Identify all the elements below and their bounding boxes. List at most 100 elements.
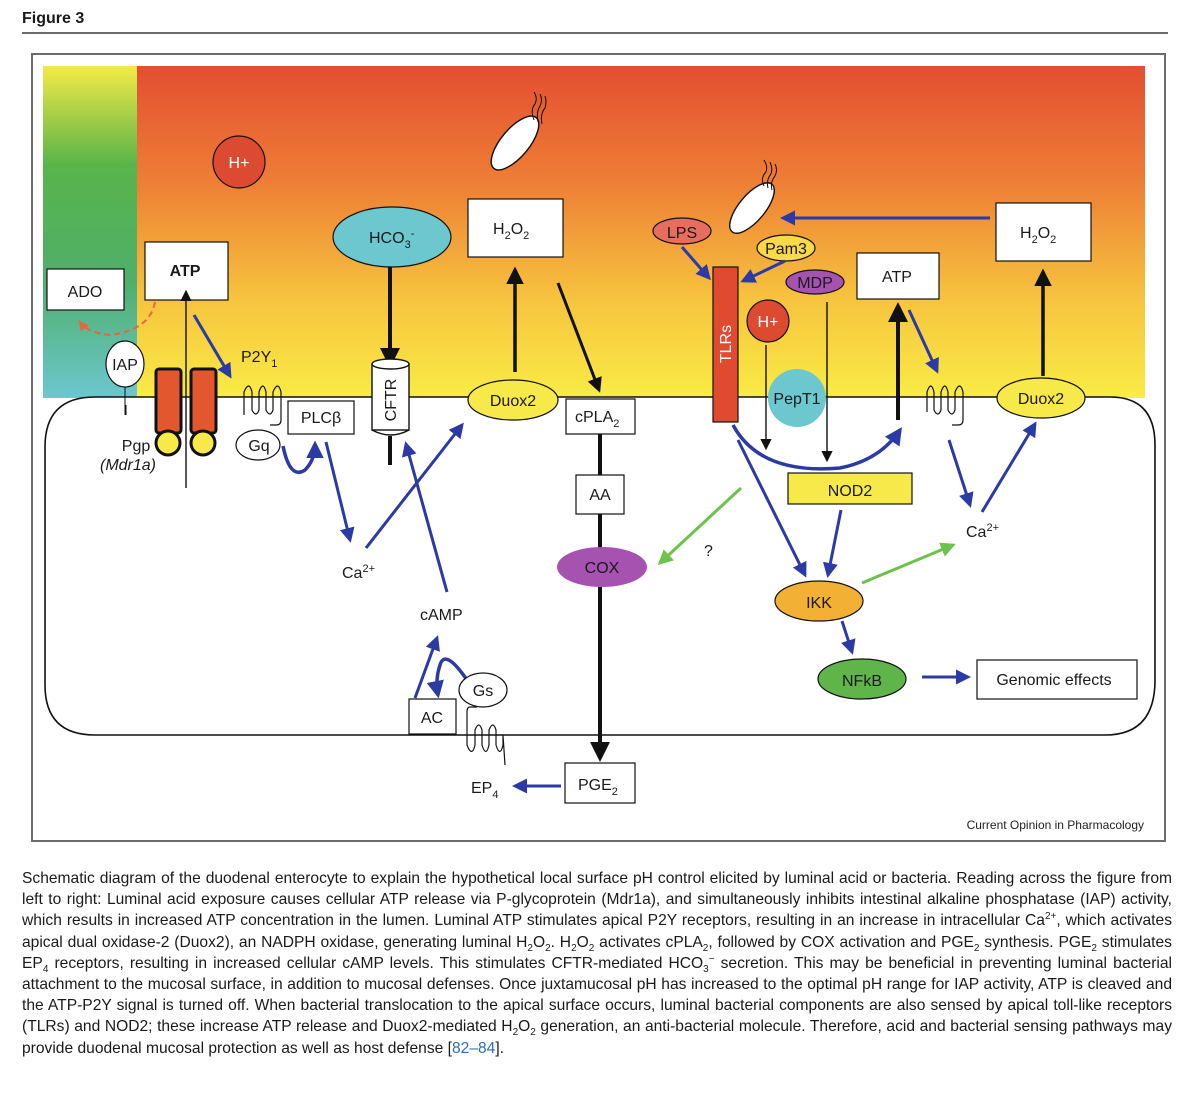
svg-text:COX: COX xyxy=(585,560,620,577)
h2o2-box-right: H2O2 xyxy=(995,202,1092,262)
tlr-receptor: TLRs xyxy=(712,266,739,423)
svg-text:ATP: ATP xyxy=(882,269,912,286)
bacterium-icon-right xyxy=(729,159,777,234)
ep4-label: EP4 xyxy=(471,780,498,801)
svg-text:cPLA2: cPLA2 xyxy=(575,409,619,430)
svg-text:LPS: LPS xyxy=(667,225,697,242)
caption-superscript: 2+ xyxy=(1044,911,1057,923)
svg-text:Gq: Gq xyxy=(248,438,269,455)
caption-text: , which activates apical dual oxidase-2 … xyxy=(22,912,1172,951)
svg-text:PepT1: PepT1 xyxy=(773,391,820,408)
proton-label: H+ xyxy=(229,155,250,172)
h2o2-to-cpla2-arrow xyxy=(556,282,602,393)
svg-text:H+: H+ xyxy=(758,314,779,331)
caption-subscript: 2 xyxy=(588,942,595,954)
caption-subscript: 2 xyxy=(530,1027,536,1039)
cox-enzyme: COX xyxy=(557,547,647,587)
proton-right: H+ xyxy=(746,299,790,343)
svg-text:P2Y1: P2Y1 xyxy=(241,349,277,370)
caption-text: receptors, resulting in increased cellul… xyxy=(48,954,704,972)
caption-subscript: 2 xyxy=(545,942,551,954)
calcium-right: Ca2+ xyxy=(966,522,999,541)
caption-text: . H xyxy=(550,933,572,951)
p2y-receptor-right xyxy=(926,385,964,426)
title-divider xyxy=(22,32,1168,34)
svg-text:TLRs: TLRs xyxy=(718,325,735,363)
nod2-box: NOD2 xyxy=(787,472,913,505)
pept1-transporter: PepT1 xyxy=(768,369,826,427)
caption-subscript: 4 xyxy=(42,963,49,975)
svg-text:Duox2: Duox2 xyxy=(1018,391,1064,408)
ikk-complex: IKK xyxy=(774,580,864,622)
caption-subscript: 2 xyxy=(571,942,577,954)
plcb-to-calcium-arrow xyxy=(324,441,355,543)
caption-text: O xyxy=(576,933,589,951)
gq-to-plcb-arrow xyxy=(281,440,324,474)
aa-box: AA xyxy=(575,474,625,515)
gs-to-ac-arrow xyxy=(426,657,469,699)
bacterium-icon xyxy=(490,91,547,171)
caption-text: O xyxy=(532,933,546,951)
figure-title: Figure 3 xyxy=(22,10,85,27)
caption-subscript: 2 xyxy=(527,942,533,954)
caption-text: secretion. This may be beneficial in pre… xyxy=(22,954,1173,1036)
svg-text:AA: AA xyxy=(589,487,611,504)
caption-text: ]. xyxy=(495,1039,505,1057)
caption-text: O xyxy=(518,1018,531,1036)
caption-text: generation, an anti-bacterial molecule. … xyxy=(22,1018,1172,1057)
tlr-to-ikk-arrow xyxy=(736,439,807,578)
ac-to-camp-arrow xyxy=(413,635,440,699)
caption-text: , followed by COX activation and PGE xyxy=(708,933,974,951)
duox2-enzyme-right: Duox2 xyxy=(996,377,1086,419)
svg-text:H2O2: H2O2 xyxy=(1020,225,1056,246)
lumen-acid-gradient xyxy=(43,66,1145,398)
svg-text:Pam3: Pam3 xyxy=(765,241,807,258)
pam3-ligand: Pam3 xyxy=(756,234,816,262)
svg-text:Pgp: Pgp xyxy=(122,438,151,455)
h2o2-box-left: H2O2 xyxy=(467,198,564,258)
ado-box: ADO xyxy=(46,268,125,311)
atp-to-p2y-arrow xyxy=(192,314,232,379)
svg-text:NFkB: NFkB xyxy=(842,673,882,690)
lps-ligand: LPS xyxy=(652,217,712,245)
caption-superscript: − xyxy=(708,953,715,965)
proton-lumen: H+ xyxy=(212,135,266,189)
calcium-to-duox2-arrow xyxy=(364,422,464,549)
cftr-channel: CFTR xyxy=(371,240,410,465)
svg-text:IAP: IAP xyxy=(112,357,138,374)
svg-text:NOD2: NOD2 xyxy=(828,483,873,500)
caption-text: synthesis. PGE xyxy=(979,933,1092,951)
figure-credit: Current Opinion in Pharmacology xyxy=(966,818,1144,832)
caption-subscript: 3 xyxy=(703,963,709,975)
svg-text:IKK: IKK xyxy=(806,595,832,612)
svg-text:PGE2: PGE2 xyxy=(578,777,618,798)
ac-enzyme: AC xyxy=(408,698,457,735)
svg-text:H2O2: H2O2 xyxy=(493,221,529,242)
svg-text:ADO: ADO xyxy=(68,284,103,301)
enterocyte-diagram: H+ ADO ATP IAP Pgp (Mdr1a) P2Y1 Gq xyxy=(43,66,1156,804)
bicarbonate-ellipse: HCO3- xyxy=(332,206,452,268)
atp-box-right: ATP xyxy=(856,252,940,300)
figure-caption: Schematic diagram of the duodenal entero… xyxy=(22,868,1172,1059)
plcb-box: PLCβ xyxy=(287,400,355,435)
ikk-to-calcium-arrow xyxy=(861,542,956,585)
iap-enzyme: IAP xyxy=(105,340,145,415)
camp-label: cAMP xyxy=(420,607,463,624)
mdp-ligand: MDP xyxy=(785,269,845,295)
reference-link[interactable]: 82–84 xyxy=(451,1039,496,1057)
svg-text:Duox2: Duox2 xyxy=(490,393,536,410)
genomic-effects-box: Genomic effects xyxy=(976,659,1138,700)
iap-cleavage-arrow xyxy=(78,301,156,337)
svg-text:(Mdr1a): (Mdr1a) xyxy=(100,457,156,474)
tlr-to-cox-arrow xyxy=(657,486,743,566)
caption-text: stimulates EP xyxy=(22,933,1172,972)
duox2-enzyme-left: Duox2 xyxy=(467,379,559,421)
caption-subscript: 2 xyxy=(702,942,709,954)
svg-text:PLCβ: PLCβ xyxy=(301,410,341,427)
caption-text: activates cPLA xyxy=(594,933,703,951)
pgp-transporter: Pgp (Mdr1a) xyxy=(100,289,218,488)
svg-text:Gs: Gs xyxy=(473,683,493,700)
caption-subscript: 2 xyxy=(973,942,980,954)
cpla2-box: cPLA2 xyxy=(565,398,636,435)
pam3-to-tlr-arrow xyxy=(740,259,786,283)
